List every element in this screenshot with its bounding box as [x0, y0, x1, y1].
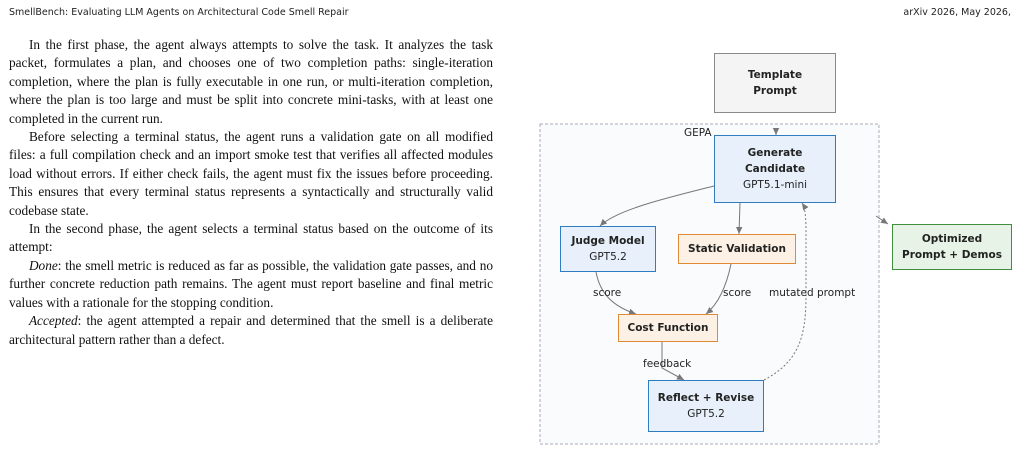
judge-model-box: Judge Model GPT5.2 — [560, 226, 656, 272]
generate-candidate-box: Generate Candidate GPT5.1-mini — [714, 135, 836, 203]
generate-candidate-line1: Generate — [747, 147, 803, 159]
template-prompt-line1: Template — [747, 69, 803, 81]
term-accepted: Accepted — [28, 313, 78, 329]
static-validation-title: Static Validation — [688, 243, 786, 255]
edge-label-feedback: feedback — [643, 358, 692, 370]
edge-generate-to-optimized — [875, 215, 889, 225]
edge-generate-to-judge — [599, 185, 715, 227]
edge-label-mutated-prompt: mutated prompt — [769, 287, 856, 299]
cost-function-title: Cost Function — [627, 322, 709, 334]
edge-cost-to-reflect — [661, 342, 685, 381]
static-validation-box: Static Validation — [678, 234, 796, 264]
accepted-description: : the agent attempted a repair and deter… — [9, 313, 493, 347]
edge-static-to-cost — [705, 263, 732, 315]
reflect-revise-model: GPT5.2 — [687, 408, 725, 420]
judge-model-title: Judge Model — [571, 235, 645, 247]
paragraph-done: Done: the smell metric is reduced as far… — [9, 257, 493, 312]
running-header-venue: arXiv 2026, May 2026, — [903, 7, 1011, 18]
reflect-revise-title: Reflect + Revise — [657, 392, 755, 404]
template-prompt-line2: Prompt — [753, 85, 797, 97]
edge-judge-to-cost — [595, 271, 637, 315]
optimized-prompt-line2: Prompt + Demos — [902, 249, 1002, 261]
paragraph-accepted: Accepted: the agent attempted a repair a… — [9, 312, 493, 349]
edge-label-score-right: score — [723, 287, 752, 299]
generate-candidate-line2: Candidate — [744, 163, 806, 175]
gepa-label: GEPA — [684, 127, 712, 139]
paragraph-second-phase: In the second phase, the agent selects a… — [9, 221, 493, 255]
running-header-title: SmellBench: Evaluating LLM Agents on Arc… — [9, 7, 349, 18]
paragraph-validation-gate: Before selecting a terminal status, the … — [9, 129, 493, 218]
template-prompt-box: Template Prompt — [714, 53, 836, 113]
judge-model-name: GPT5.2 — [589, 251, 627, 263]
optimized-prompt-box: Optimized Prompt + Demos — [892, 224, 1012, 270]
reflect-revise-box: Reflect + Revise GPT5.2 — [648, 380, 764, 432]
edge-label-score-left: score — [593, 287, 622, 299]
cost-function-box: Cost Function — [618, 314, 718, 342]
gepa-flow-diagram: GEPA Template Prompt Generate Candidate … — [526, 48, 1020, 458]
done-description: : the smell metric is reduced as far as … — [9, 257, 493, 310]
optimized-prompt-line1: Optimized — [921, 233, 983, 245]
paragraph-first-phase: In the first phase, the agent always att… — [9, 37, 493, 126]
generate-candidate-model: GPT5.1-mini — [742, 179, 808, 191]
body-text: In the first phase, the agent always att… — [9, 36, 493, 349]
term-done: Done — [28, 257, 58, 273]
edge-generate-to-static — [736, 202, 743, 235]
